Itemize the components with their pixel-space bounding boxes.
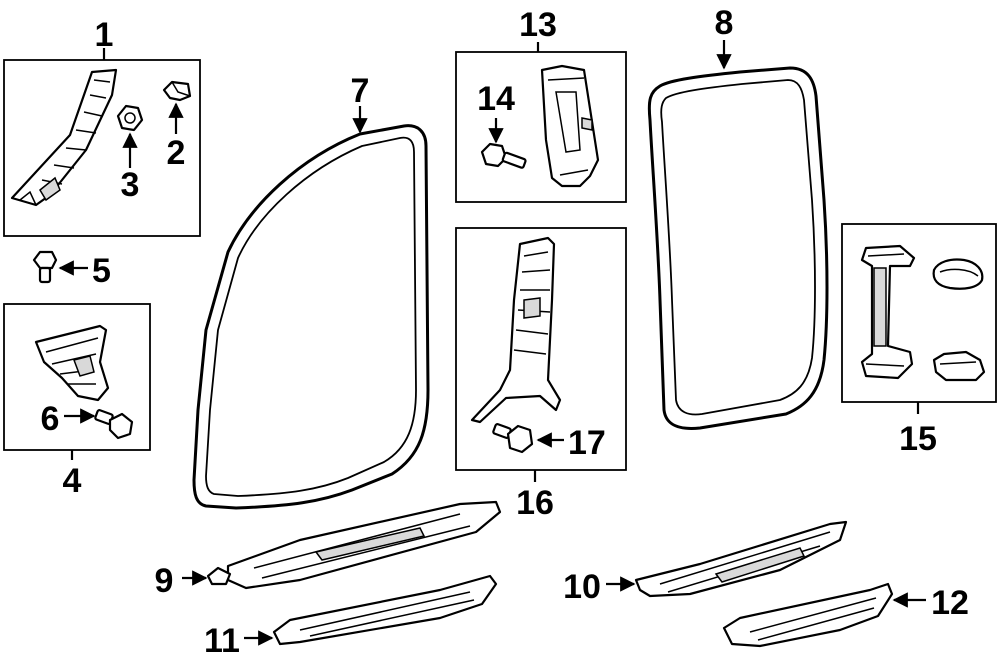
part-12-rear-step-plate[interactable]: [722, 582, 894, 648]
callout-5[interactable]: 5: [92, 252, 111, 290]
callout-15[interactable]: 15: [899, 420, 937, 458]
group-box-13: [455, 51, 627, 203]
callout-3[interactable]: 3: [121, 166, 140, 204]
callout-17[interactable]: 17: [568, 424, 606, 462]
callout-7[interactable]: 7: [351, 72, 370, 110]
part-13-center-pillar-upper-trim[interactable]: [540, 64, 600, 188]
part-15-grip-cover-upper[interactable]: [932, 258, 984, 290]
callout-11[interactable]: 11: [204, 622, 240, 660]
callout-8[interactable]: 8: [715, 4, 734, 42]
part-15-assist-grip[interactable]: [860, 244, 916, 380]
part-1-pillar-garnish[interactable]: [10, 68, 118, 207]
callout-10[interactable]: 10: [563, 568, 601, 606]
part-11-front-step-plate[interactable]: [272, 574, 498, 646]
callout-6[interactable]: 6: [41, 400, 60, 438]
part-9-front-scuff-plate[interactable]: [206, 500, 502, 590]
part-2-clip[interactable]: [162, 80, 192, 102]
part-6-screw[interactable]: [94, 409, 134, 440]
part-8-rear-door-weatherstrip[interactable]: [647, 66, 829, 430]
group-box-16: [455, 227, 627, 471]
part-5-bolt[interactable]: [32, 250, 58, 284]
group-box-4: [3, 303, 151, 451]
group-box-1: [3, 59, 201, 237]
part-14-bolt[interactable]: [480, 142, 527, 169]
callout-1[interactable]: 1: [95, 16, 114, 54]
callout-16[interactable]: 16: [516, 484, 554, 522]
callout-2[interactable]: 2: [167, 134, 186, 172]
callout-12[interactable]: 12: [931, 584, 969, 622]
callout-13[interactable]: 13: [519, 6, 557, 44]
part-17-screw[interactable]: [492, 423, 534, 454]
part-15-grip-cover-lower[interactable]: [932, 350, 986, 382]
part-3-nut[interactable]: [116, 104, 144, 132]
part-16-center-pillar-lower-trim[interactable]: [470, 236, 562, 424]
part-4-cowl-side-trim[interactable]: [34, 324, 110, 402]
callout-9[interactable]: 9: [155, 562, 174, 600]
callout-14[interactable]: 14: [477, 80, 515, 118]
part-7-front-door-weatherstrip[interactable]: [192, 124, 430, 510]
part-10-rear-scuff-plate[interactable]: [634, 520, 848, 598]
callout-4[interactable]: 4: [63, 462, 82, 500]
